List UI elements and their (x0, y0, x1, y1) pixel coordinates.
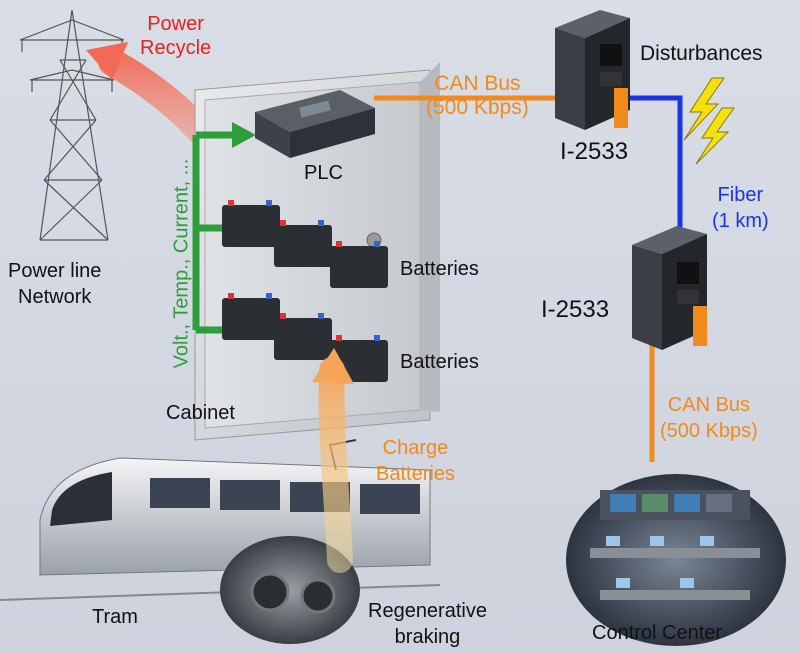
plc-icon (255, 90, 375, 158)
label-charge-batteries: Charge Batteries (376, 437, 455, 485)
power-tower-icon (19, 9, 125, 241)
bogie-icon (220, 536, 360, 644)
charge-batteries-arrow (318, 357, 353, 573)
label-i2533-bottom: I-2533 (541, 296, 610, 323)
label-batteries-bottom: Batteries (400, 351, 479, 373)
label-power-line-network: Power line Network (8, 260, 102, 308)
label-volt-temp-current: Volt., Temp., Current, ... (170, 158, 193, 369)
measurement-bracket (192, 131, 240, 334)
fiber-line (630, 95, 683, 238)
power-recycle-arrowhead (86, 42, 128, 80)
label-batteries-top: Batteries (400, 258, 479, 280)
label-plc: PLC (304, 162, 343, 184)
i2533-top-device-icon (555, 10, 630, 130)
battery-group-bottom (222, 293, 388, 382)
label-can-bus-bottom: CAN Bus (500 Kbps) (660, 394, 758, 442)
label-power-recycle: Power Recycle (140, 13, 212, 59)
label-regenerative-braking: Regenerative braking (368, 600, 487, 648)
battery-group-top (222, 200, 388, 288)
lightning-icon (683, 77, 735, 165)
charge-batteries-arrowhead (312, 348, 354, 384)
label-disturbances: Disturbances (640, 42, 763, 65)
label-tram: Tram (92, 606, 138, 628)
label-i2533-top: I-2533 (560, 138, 629, 165)
measurement-arrowhead (232, 122, 256, 148)
control-center-icon (566, 474, 786, 646)
label-can-bus-top: CAN Bus (500 Kbps) (426, 72, 529, 119)
tram-icon (0, 439, 441, 601)
i2533-bottom-device-icon (632, 226, 707, 350)
label-control-center: Control Center (592, 622, 723, 644)
label-cabinet: Cabinet (166, 402, 235, 424)
label-fiber: Fiber (1 km) (712, 184, 769, 232)
